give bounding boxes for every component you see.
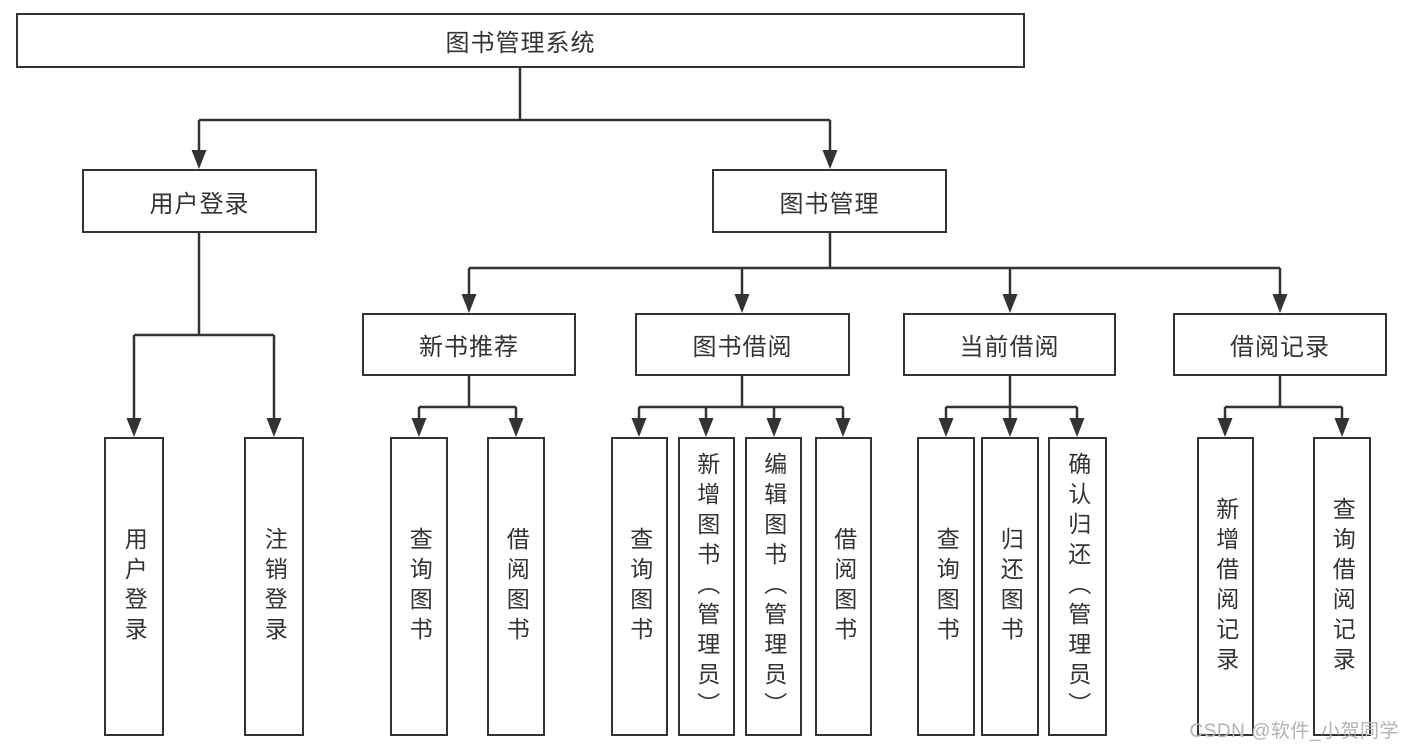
node-current-borrow: 当前借阅 bbox=[903, 313, 1116, 376]
leaf-add-book-admin-label: 新增图书（管理员） bbox=[693, 451, 720, 722]
leaf-borrow-books-2-label: 借阅图书 bbox=[830, 526, 857, 647]
node-book-borrow-label: 图书借阅 bbox=[692, 334, 793, 361]
node-root-label: 图书管理系统 bbox=[445, 30, 596, 57]
leaf-query-books-1-label: 查询图书 bbox=[406, 526, 433, 647]
node-borrow-records-label: 借阅记录 bbox=[1230, 334, 1330, 361]
leaf-query-books-1: 查询图书 bbox=[390, 437, 448, 736]
leaf-query-books-3-label: 查询图书 bbox=[933, 526, 960, 647]
node-new-book-recommend-label: 新书推荐 bbox=[419, 334, 519, 361]
leaf-confirm-return-admin: 确认归还（管理员） bbox=[1048, 437, 1107, 736]
node-root: 图书管理系统 bbox=[16, 13, 1025, 68]
node-user-login: 用户登录 bbox=[82, 169, 317, 233]
leaf-return-books: 归还图书 bbox=[981, 437, 1039, 736]
leaf-edit-book-admin-label: 编辑图书（管理员） bbox=[760, 451, 787, 722]
leaf-query-books-2: 查询图书 bbox=[611, 437, 668, 736]
leaf-query-books-3: 查询图书 bbox=[917, 437, 975, 736]
leaf-logout-label: 注销登录 bbox=[261, 526, 288, 647]
leaf-add-borrow-record-label: 新增借阅记录 bbox=[1212, 496, 1239, 677]
leaf-query-borrow-record-label: 查询借阅记录 bbox=[1329, 496, 1356, 677]
leaf-user-login-label: 用户登录 bbox=[121, 526, 148, 647]
leaf-add-book-admin: 新增图书（管理员） bbox=[678, 437, 735, 736]
leaf-borrow-books-2: 借阅图书 bbox=[815, 437, 872, 736]
leaf-return-books-label: 归还图书 bbox=[997, 526, 1024, 647]
node-user-login-label: 用户登录 bbox=[149, 190, 250, 218]
leaf-add-borrow-record: 新增借阅记录 bbox=[1197, 437, 1254, 736]
leaf-query-borrow-record: 查询借阅记录 bbox=[1313, 437, 1371, 736]
node-book-management: 图书管理 bbox=[712, 169, 947, 233]
leaf-borrow-books-1-label: 借阅图书 bbox=[503, 526, 530, 647]
leaf-borrow-books-1: 借阅图书 bbox=[487, 437, 545, 736]
node-borrow-records: 借阅记录 bbox=[1173, 313, 1387, 376]
leaf-query-books-2-label: 查询图书 bbox=[626, 526, 653, 647]
leaf-logout: 注销登录 bbox=[244, 437, 304, 736]
node-new-book-recommend: 新书推荐 bbox=[362, 313, 576, 376]
leaf-edit-book-admin: 编辑图书（管理员） bbox=[745, 437, 802, 736]
node-book-borrow: 图书借阅 bbox=[635, 313, 850, 376]
leaf-user-login: 用户登录 bbox=[104, 437, 164, 736]
leaf-confirm-return-admin-label: 确认归还（管理员） bbox=[1064, 451, 1091, 722]
node-book-management-label: 图书管理 bbox=[779, 190, 880, 218]
node-current-borrow-label: 当前借阅 bbox=[959, 334, 1060, 361]
